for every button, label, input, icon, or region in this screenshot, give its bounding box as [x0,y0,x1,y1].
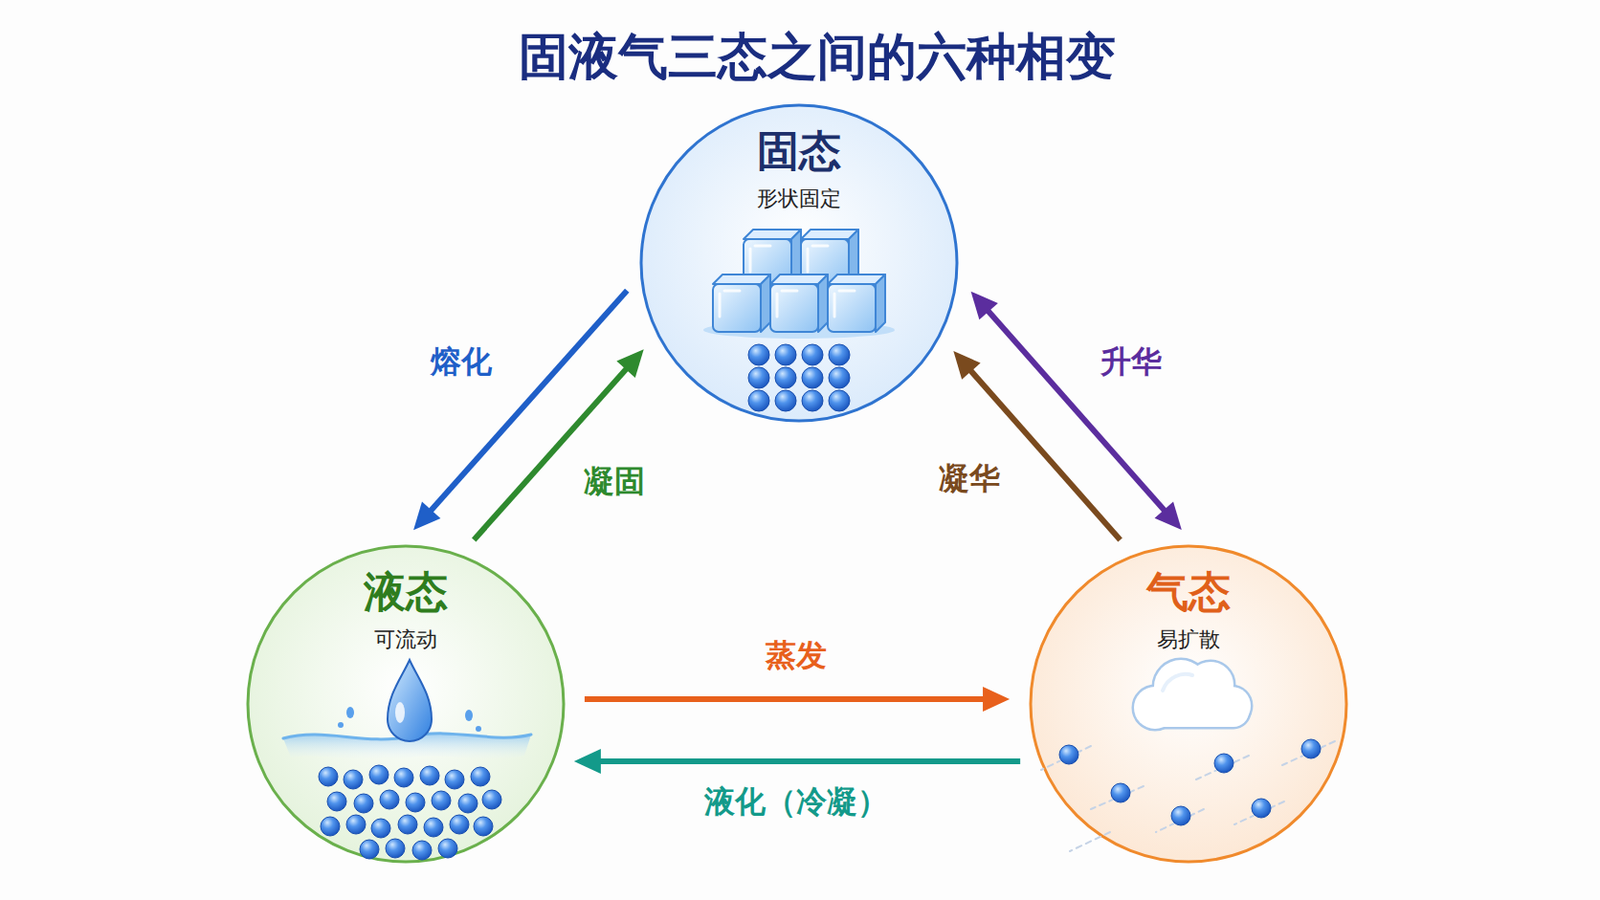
arrow-shaft [584,696,989,703]
state-circle: 液态可流动 [245,544,566,865]
transition-label: 熔化 [308,342,615,381]
diagram-title: 固液气三态之间的六种相变 [338,26,1296,87]
arrow-shaft [595,758,1021,765]
transition-arrow [971,291,1182,531]
transition-arrow [584,687,1010,712]
state-subtitle: 形状固定 [639,185,959,213]
state-circle: 固态形状固定 [639,103,959,423]
arrow-head [982,687,1010,712]
transition-label: 蒸发 [643,636,950,675]
state-heading: 气态 [1028,567,1349,618]
arrow-shaft [967,367,1120,541]
transition-label: 凝华 [816,459,1123,498]
state-circle: 气态易扩散 [1028,544,1349,865]
state-subtitle: 易扩散 [1028,626,1349,654]
arrow-head [1155,502,1182,532]
transition-label: 液化（冷凝） [643,782,950,822]
state-heading: 固态 [639,126,959,177]
arrow-shaft [473,365,630,540]
arrow-head [616,349,644,378]
transition-arrow [473,349,644,540]
transition-arrow [953,351,1120,540]
arrow-head [413,502,441,532]
transition-arrow [574,749,1021,775]
state-subtitle: 可流动 [245,626,566,654]
arrow-head [574,749,601,775]
state-heading: 液态 [245,567,566,618]
transition-label: 凝固 [461,462,768,501]
transition-label: 升华 [977,342,1285,381]
arrow-head [953,351,980,380]
arrow-shaft [984,307,1168,514]
arrow-head [971,291,999,321]
